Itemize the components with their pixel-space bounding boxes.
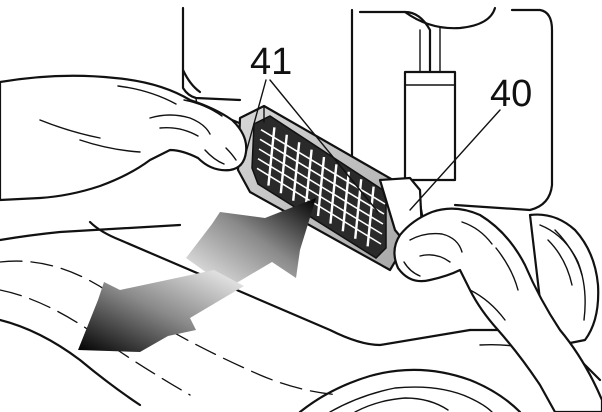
left-hand (0, 74, 248, 202)
leader-40 (409, 109, 501, 211)
mesh-rib-horizontal (258, 148, 384, 225)
filter-mesh-grid (256, 127, 386, 247)
filter-cartridge (236, 104, 404, 272)
remove-arrow-near (78, 270, 244, 352)
callout-label-41: 41 (250, 41, 292, 83)
mesh-rib-horizontal (260, 128, 386, 205)
mesh-rib-horizontal (259, 138, 385, 215)
callout-label-40: 40 (490, 73, 532, 115)
right-hand (393, 207, 602, 412)
leader-41-left (243, 79, 267, 161)
callout-leaders (243, 79, 501, 213)
mesh-rib-horizontal (257, 157, 383, 235)
mesh-rib-horizontal (256, 167, 382, 245)
insert-arrow-far (186, 198, 316, 288)
leader-41-right (269, 79, 379, 213)
